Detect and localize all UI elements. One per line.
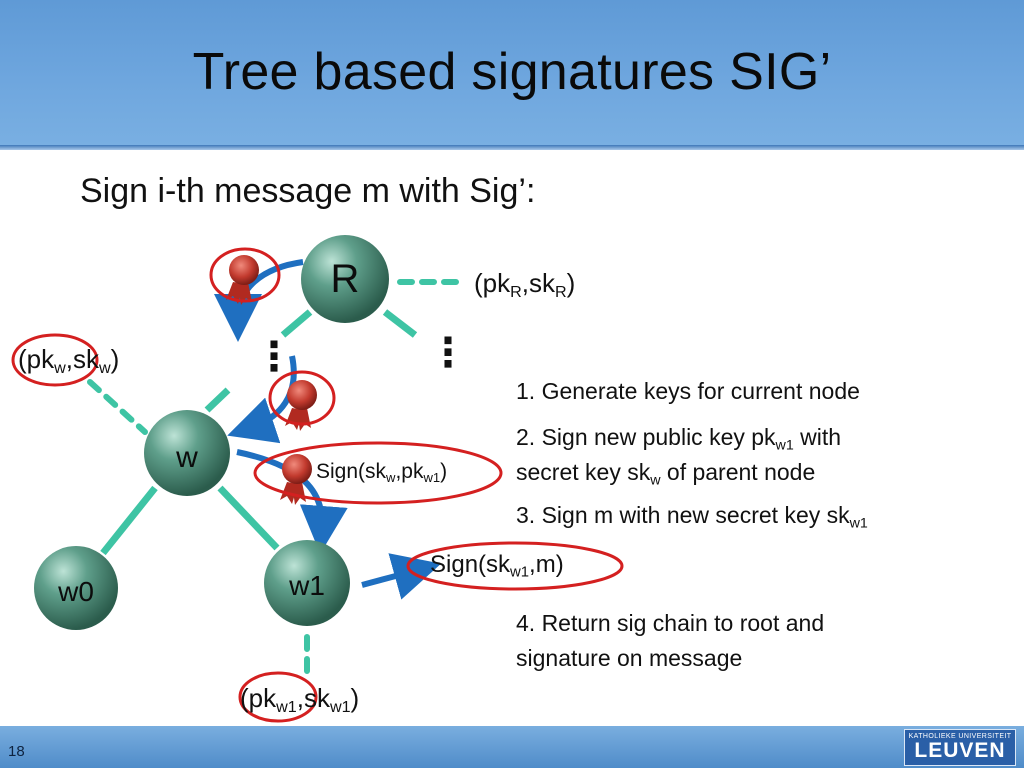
header-divider bbox=[0, 145, 1024, 150]
ellipsis-right: ⋮ bbox=[428, 331, 468, 375]
university-logo: KATHOLIEKE UNIVERSITEIT LEUVEN bbox=[904, 729, 1016, 766]
arrow-w1-to-sign bbox=[361, 553, 442, 600]
node-label-w: w bbox=[176, 441, 198, 474]
node-w1 bbox=[264, 540, 350, 626]
seal-icon bbox=[226, 255, 259, 305]
sign-m-label: Sign(skw1,m) bbox=[430, 551, 564, 581]
arrow-to-w bbox=[227, 355, 297, 444]
page-number: 18 bbox=[8, 743, 25, 760]
logo-small-text: KATHOLIEKE UNIVERSITEIT bbox=[908, 733, 1012, 740]
step-2-line-1: 2. Sign new public key pkw1 with bbox=[516, 424, 842, 454]
slide-subtitle: Sign i-th message m with Sig’: bbox=[80, 172, 536, 210]
slide-header bbox=[0, 0, 1024, 145]
highlight-seal-root bbox=[209, 247, 281, 303]
edge-w-w1 bbox=[217, 485, 280, 551]
slide-footer bbox=[0, 726, 1024, 768]
dash-w-keys bbox=[87, 379, 148, 435]
edge-root-right bbox=[382, 309, 418, 338]
ellipsis-left: ⋮ bbox=[254, 335, 294, 379]
node-label-w1: w1 bbox=[289, 570, 325, 601]
step-4-line-2: signature on message bbox=[516, 645, 743, 671]
step-1: 1. Generate keys for current node bbox=[516, 378, 860, 404]
step-3: 3. Sign m with new secret key skw1 bbox=[516, 502, 868, 532]
node-w0 bbox=[34, 546, 118, 630]
w1-keys-label: (pkw1,skw1) bbox=[240, 683, 360, 716]
node-w bbox=[144, 410, 230, 496]
node-label-w0: w0 bbox=[58, 576, 94, 607]
root-keys-label: (pkR,skR) bbox=[474, 268, 576, 301]
highlight-w1-pk bbox=[238, 671, 318, 723]
highlight-sign-w bbox=[253, 441, 503, 505]
slide-title: Tree based signatures SIG’ bbox=[192, 43, 832, 101]
edge-w-up bbox=[204, 387, 231, 413]
highlight-sign-m bbox=[406, 541, 624, 591]
highlight-w-keys bbox=[11, 333, 99, 387]
node-label-root: R bbox=[330, 257, 360, 301]
highlight-seal-w bbox=[268, 370, 336, 426]
node-root bbox=[301, 235, 389, 323]
edge-w-w0 bbox=[100, 485, 158, 556]
step-4-line-1: 4. Return sig chain to root and bbox=[516, 610, 825, 636]
w-keys-label: (pkw,skw) bbox=[18, 344, 120, 377]
edge-root-left bbox=[280, 309, 313, 338]
sign-w-label: Sign(skw,pkw1) bbox=[316, 460, 448, 485]
logo-big-text: LEUVEN bbox=[914, 739, 1006, 762]
arrow-root-down bbox=[214, 259, 304, 342]
step-2-line-2: secret key skw of parent node bbox=[516, 459, 816, 489]
